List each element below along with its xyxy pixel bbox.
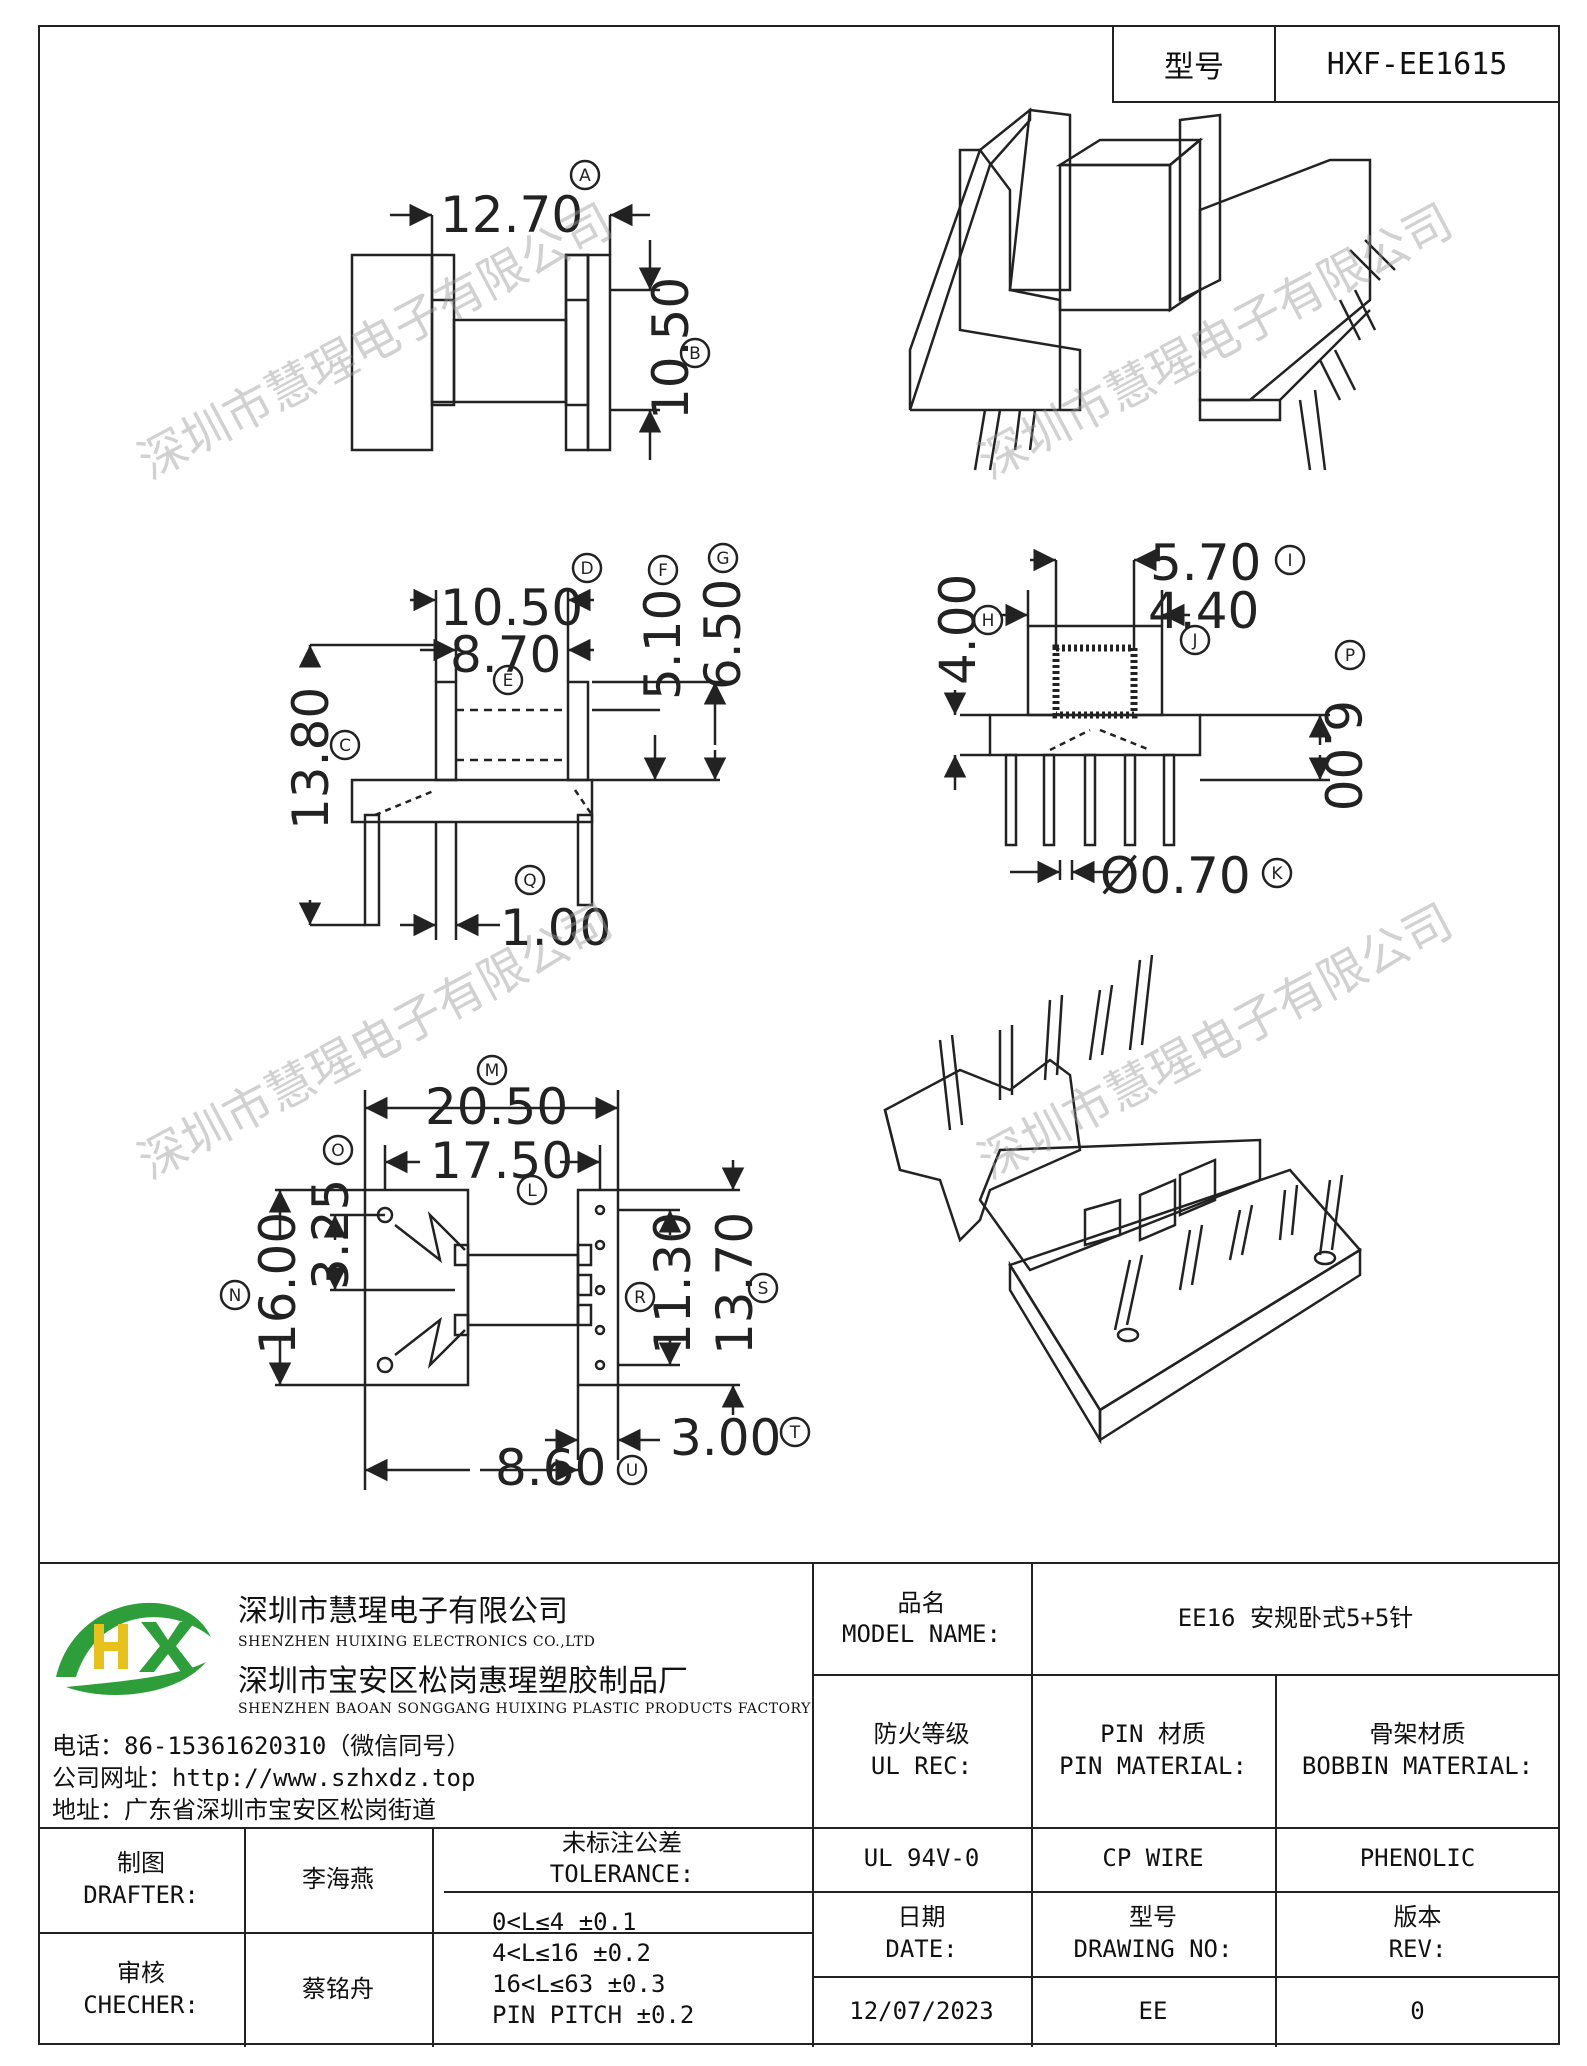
drawing-frame [38, 25, 1560, 2045]
marker-c: C [339, 736, 351, 756]
factory-name-cn: 深圳市宝安区松岗惠瑆塑胶制品厂 [238, 1664, 688, 1699]
company-name-en: SHENZHEN HUIXING ELECTRONICS CO.,LTD [238, 1634, 596, 1650]
dim-front-i: 5.70 [1150, 534, 1261, 592]
date-label: 日期 DATE: [885, 1903, 958, 1963]
marker-b: B [689, 344, 701, 364]
dim-side-c: 13.80 [282, 687, 340, 830]
marker-s: S [758, 1279, 769, 1299]
ul-rec-value: UL 94V-0 [863, 1844, 980, 1873]
marker-n: N [229, 1286, 242, 1306]
dim-bottom-l: 17.50 [430, 1132, 573, 1190]
side-view [298, 588, 727, 940]
bobbin-material-label: 骨架材质 BOBBIN MATERIAL: [1301, 1720, 1534, 1780]
watermark-2: 深圳市慧瑆电子有限公司 [969, 193, 1462, 490]
dim-side-f: 5.10 [634, 589, 692, 700]
dim-side-e: 8.70 [450, 626, 561, 684]
rev-label: 版本 REV: [1388, 1903, 1447, 1963]
company-website: 公司网址：http://www.szhxdz.top [52, 1764, 476, 1792]
dim-bottom-u: 8.60 [495, 1439, 606, 1497]
model-value: HXF-EE1615 [1326, 46, 1508, 82]
marker-a: A [579, 166, 591, 186]
model-label: 型号 [1114, 27, 1276, 101]
model-name-label: 品名 MODEL NAME: [842, 1588, 1001, 1648]
watermark-4: 深圳市慧瑆电子有限公司 [969, 893, 1462, 1190]
marker-i: I [1287, 551, 1292, 571]
marker-j: J [1191, 631, 1197, 651]
tolerance-line: 4<L≤16 ±0.2 [492, 1938, 651, 1967]
marker-o: O [331, 1141, 344, 1161]
title-block: 深圳市慧瑆电子有限公司 SHENZHEN HUIXING ELECTRONICS… [38, 1562, 1560, 2047]
marker-e: E [503, 671, 514, 691]
iso-view-bottom [883, 954, 1362, 1445]
company-address: 地址：广东省深圳市宝安区松岗街道 [52, 1796, 436, 1824]
marker-q: Q [523, 871, 536, 891]
marker-r: R [634, 1288, 646, 1308]
marker-l: L [527, 1181, 537, 1201]
marker-m: M [485, 1061, 500, 1081]
model-name-value: EE16 安规卧式5+5针 [1177, 1604, 1414, 1633]
drafter-label: 制图 DRAFTER: [83, 1849, 199, 1909]
marker-g: G [716, 549, 729, 569]
dim-bottom-s: 13.70 [706, 1212, 764, 1355]
checker-name: 蔡铭舟 [302, 1974, 374, 2003]
dim-bottom-r: 11.30 [644, 1212, 702, 1355]
drawing-no-value: EE [1138, 1996, 1168, 2025]
model-header: 型号 HXF-EE1615 [1112, 25, 1560, 103]
marker-t: T [789, 1423, 801, 1443]
bobbin-material-value: PHENOLIC [1359, 1844, 1476, 1873]
top-view [350, 203, 662, 460]
dim-top-height: 10.50 [642, 277, 700, 420]
dim-bottom-t: 3.00 [670, 1409, 781, 1467]
dim-bottom-m: 20.50 [425, 1078, 568, 1136]
pin-material-label: PIN 材质 PIN MATERIAL: [1059, 1720, 1247, 1780]
date-value: 12/07/2023 [849, 1996, 994, 2025]
iso-view-top [908, 107, 1396, 471]
marker-d: D [580, 559, 593, 579]
tolerance-label: 未标注公差 TOLERANCE: [549, 1828, 695, 1888]
marker-u: U [626, 1461, 638, 1481]
rev-value: 0 [1410, 1996, 1425, 2025]
dim-side-q: 1.00 [500, 899, 611, 957]
checker-label: 审核 CHECHER: [83, 1959, 199, 2019]
dim-front-p: 6.00 [1313, 700, 1371, 811]
dim-front-k: Ø0.70 [1100, 847, 1251, 905]
tolerance-line: 0<L≤4 ±0.1 [492, 1907, 637, 1936]
bottom-view [268, 1090, 745, 1490]
front-view [943, 548, 1332, 884]
tolerance-table: 0<L≤4 ±0.1 4<L≤16 ±0.2 16<L≤63 ±0.3 PIN … [432, 1891, 812, 2047]
factory-name-en: SHENZHEN BAOAN SONGGANG HUIXING PLASTIC … [238, 1701, 811, 1717]
marker-p: P [1345, 646, 1355, 666]
company-phone: 电话：86-15361620310（微信同号） [52, 1732, 471, 1760]
dim-side-g: 6.50 [694, 579, 752, 690]
ul-rec-label: 防火等级 UL REC: [870, 1720, 973, 1780]
dim-front-j: 4.40 [1148, 582, 1259, 640]
pin-material-value: CP WIRE [1102, 1844, 1204, 1873]
technical-drawing: 12.70 10.50 A B [129, 107, 1462, 1497]
dim-side-d: 10.50 [440, 579, 583, 637]
company-name-cn: 深圳市慧瑆电子有限公司 [238, 1594, 568, 1629]
marker-f: F [658, 561, 668, 581]
marker-h: H [982, 611, 995, 631]
company-logo [56, 1602, 211, 1695]
dim-top-width: 12.70 [440, 186, 583, 244]
watermark-1: 深圳市慧瑆电子有限公司 [129, 193, 622, 490]
dim-bottom-n: 16.00 [249, 1212, 307, 1355]
marker-k: K [1271, 864, 1283, 884]
drawing-no-label: 型号 DRAWING NO: [1073, 1903, 1233, 1963]
drafter-name: 李海燕 [302, 1864, 374, 1893]
tolerance-line: 16<L≤63 ±0.3 [492, 1970, 666, 1998]
tolerance-line: PIN PITCH ±0.2 [492, 2001, 695, 2030]
dim-bottom-o: 3.25 [302, 1179, 360, 1290]
